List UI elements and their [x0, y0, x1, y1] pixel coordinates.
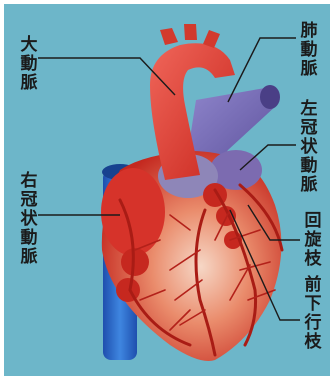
label-pulmonary-artery: 肺動脈 — [296, 22, 322, 79]
label-anterior-descending-branch: 前下行枝 — [300, 276, 326, 352]
pulmonary-artery-end — [260, 85, 280, 109]
label-aorta: 大動脈 — [16, 36, 42, 93]
label-right-coronary-artery: 右冠状動脈 — [16, 172, 42, 267]
label-circumflex-branch: 回旋枝 — [300, 212, 326, 269]
label-left-coronary-artery: 左冠状動脈 — [296, 100, 322, 195]
